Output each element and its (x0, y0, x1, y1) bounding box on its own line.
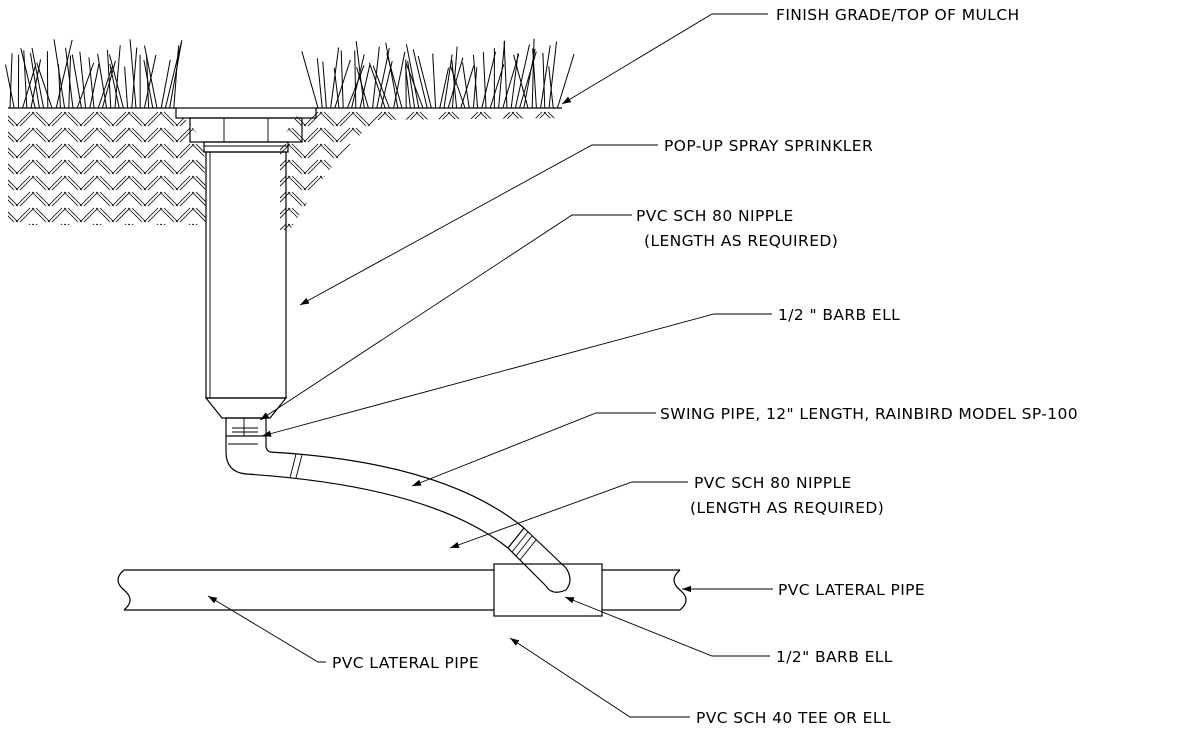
callout-nipple-bottom-line2: (LENGTH AS REQUIRED) (690, 499, 884, 517)
callout-finish-grade: FINISH GRADE/TOP OF MULCH (776, 6, 1020, 24)
callout-lateral-right: PVC LATERAL PIPE (778, 581, 925, 599)
callout-nipple-top-line2: (LENGTH AS REQUIRED) (644, 232, 838, 250)
popup-spray-sprinkler (175, 107, 317, 419)
callout-swing-pipe: SWING PIPE, 12" LENGTH, RAINBIRD MODEL S… (660, 405, 1078, 423)
leaders (207, 13, 773, 718)
grass-right (301, 38, 575, 109)
barb-ell-top (225, 436, 271, 475)
callout-popup-sprinkler: POP-UP SPRAY SPRINKLER (664, 137, 873, 155)
swing-pipe (245, 451, 525, 549)
callout-barb-ell-bottom: 1/2" BARB ELL (776, 648, 893, 666)
callout-nipple-top-line1: PVC SCH 80 NIPPLE (636, 207, 794, 225)
callout-nipple-bottom-line1: PVC SCH 80 NIPPLE (694, 474, 852, 492)
callout-tee: PVC SCH 40 TEE OR ELL (696, 709, 891, 727)
callout-barb-ell-top: 1/2 " BARB ELL (778, 306, 900, 324)
grass-left (5, 39, 183, 109)
pvc-lateral-pipe (117, 569, 687, 611)
sch80-nipple-bottom (507, 527, 567, 587)
callout-lateral-left: PVC LATERAL PIPE (332, 654, 479, 672)
sch80-nipple-top (225, 417, 267, 437)
pvc-sch40-tee (493, 563, 603, 617)
